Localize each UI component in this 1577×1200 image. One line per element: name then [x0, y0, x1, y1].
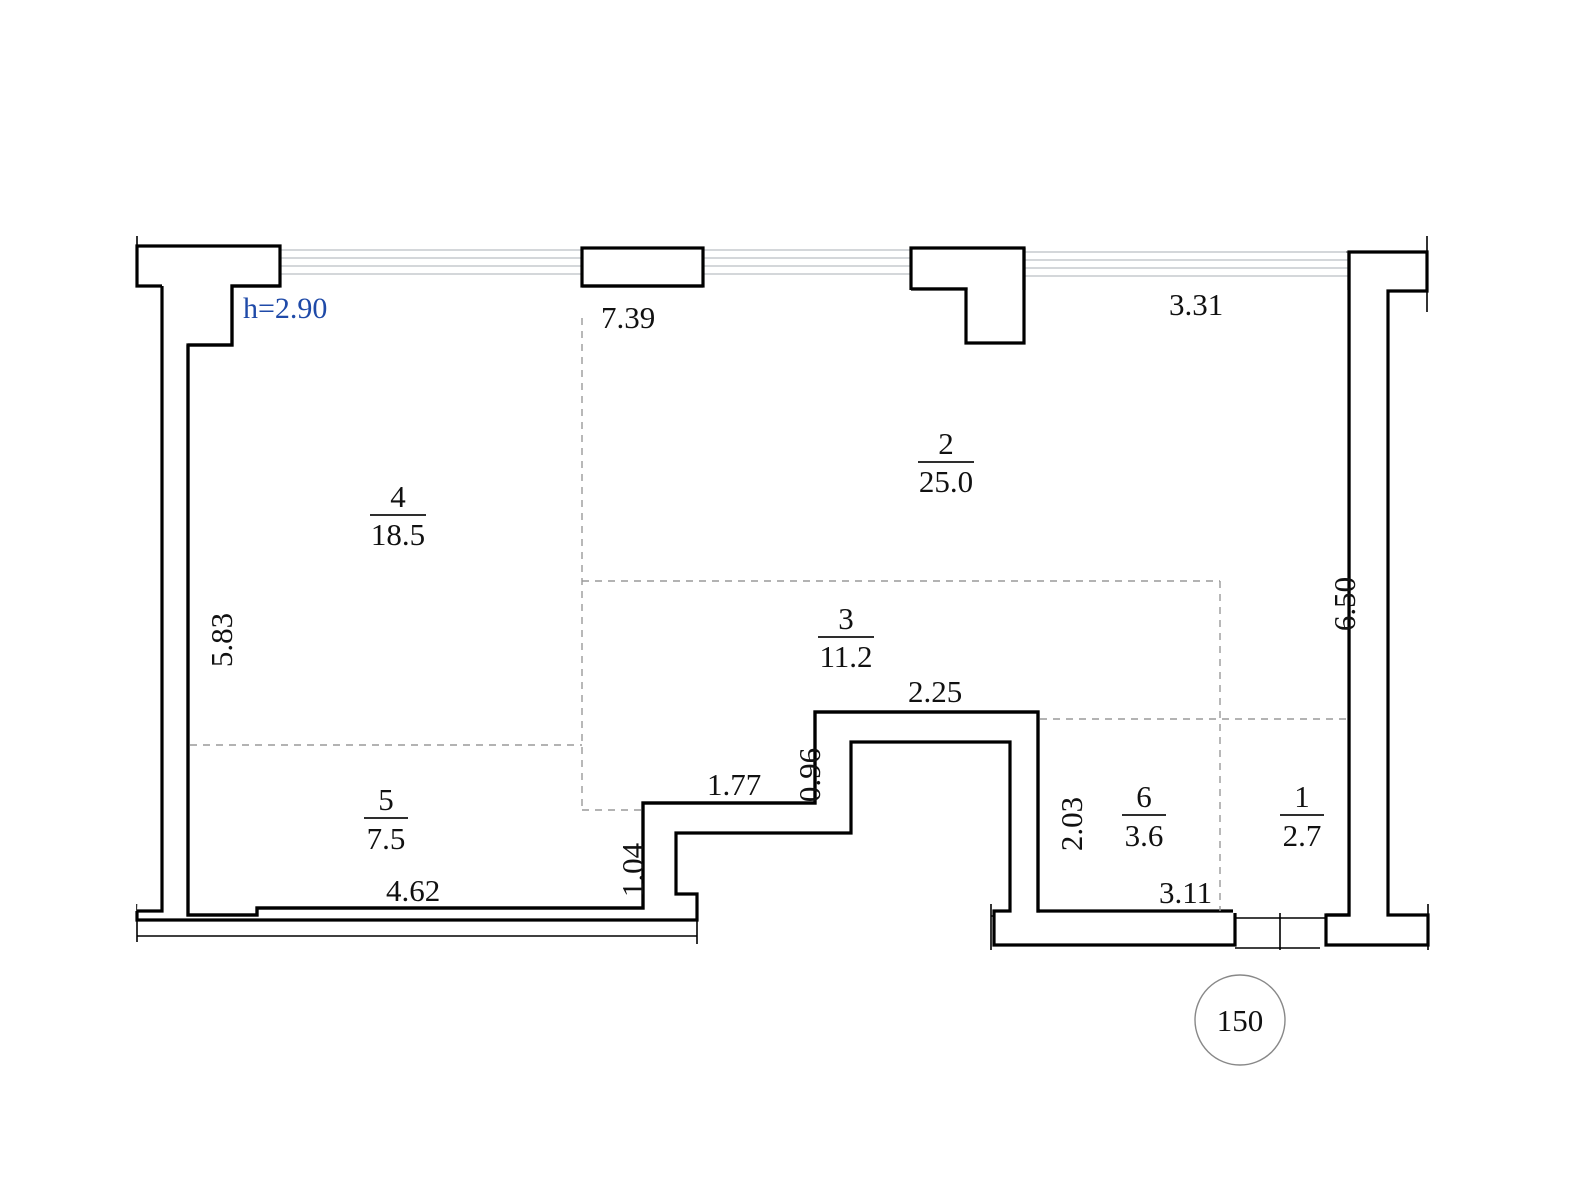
- room-number: 1: [1294, 779, 1310, 814]
- dim-step-top: 2.25: [908, 674, 962, 709]
- room-area: 2.7: [1283, 818, 1322, 853]
- dim-bottom-left: 4.62: [386, 873, 440, 908]
- windows: [280, 249, 1349, 277]
- dim-right-wall: 6.50: [1327, 577, 1362, 631]
- dim-top-right: 3.31: [1169, 287, 1223, 322]
- room-label-3: 3 11.2: [818, 601, 874, 674]
- dim-left-wall: 5.83: [204, 613, 239, 667]
- dim-top-left: 7.39: [601, 300, 655, 335]
- room-label-1: 1 2.7: [1280, 779, 1324, 853]
- plan-number-badge: 150: [1194, 974, 1286, 1066]
- room-number: 6: [1136, 779, 1152, 814]
- dim-niche-side: 2.03: [1054, 797, 1089, 851]
- room-label-4: 4 18.5: [370, 479, 426, 552]
- dim-step-2: 1.77: [707, 767, 761, 802]
- ceiling-height-label: h=2.90: [243, 292, 327, 325]
- room-area: 11.2: [819, 639, 872, 674]
- room-number: 2: [938, 426, 954, 461]
- room-label-2: 2 25.0: [918, 426, 974, 499]
- room-label-5: 5 7.5: [364, 782, 408, 856]
- room-area: 3.6: [1125, 818, 1164, 853]
- dim-step-1: 1.04: [615, 842, 650, 897]
- room-number: 5: [378, 782, 394, 817]
- dim-bottom-right: 3.11: [1159, 875, 1212, 910]
- room-area: 18.5: [371, 517, 425, 552]
- wall-pillar-top-middle: [580, 246, 705, 288]
- room-area: 25.0: [919, 464, 973, 499]
- room-number: 3: [838, 601, 854, 636]
- dim-step-3: 0.96: [792, 748, 827, 802]
- room-fills: [186, 248, 1351, 917]
- plan-number: 150: [1217, 1003, 1264, 1038]
- room-label-6: 6 3.6: [1122, 779, 1166, 853]
- room-area: 7.5: [367, 821, 406, 856]
- room-number: 4: [390, 479, 406, 514]
- zone-separators: [190, 318, 1349, 911]
- dimension-labels: 7.39 3.31 5.83 6.50 4.62 1.04 1.77 0.96 …: [204, 287, 1362, 910]
